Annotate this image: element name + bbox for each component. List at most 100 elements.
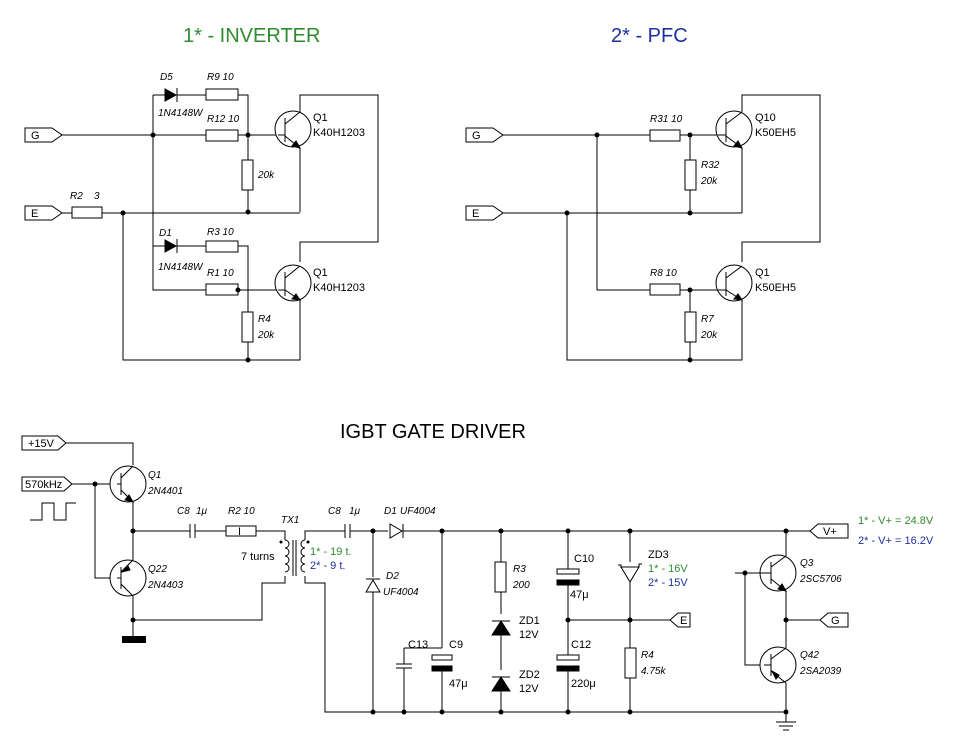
title-inverter: 1* - INVERTER [183, 25, 320, 47]
driver-port-g: G [819, 612, 849, 628]
svg-text:1μ: 1μ [196, 506, 208, 517]
svg-text:R4: R4 [258, 314, 271, 325]
svg-text:V+: V+ [823, 526, 837, 538]
svg-text:1* - 19 t.: 1* - 19 t. [310, 546, 352, 558]
svg-text:ZD2: ZD2 [519, 669, 540, 681]
driver-transistor-q22: Q22 2N4403 [109, 559, 183, 597]
pfc-resistor-r31: R31 10 [649, 114, 683, 142]
svg-text:2N4403: 2N4403 [147, 580, 183, 591]
svg-text:20k: 20k [257, 170, 275, 181]
vplus-value-pfc: 2* - V+ = 16.2V [858, 535, 934, 547]
svg-text:2N4401: 2N4401 [147, 486, 183, 497]
svg-text:TX1: TX1 [281, 515, 299, 526]
svg-text:R7: R7 [701, 314, 714, 325]
svg-text:R3 10: R3 10 [207, 227, 234, 238]
svg-text:C8: C8 [177, 506, 190, 517]
driver-port-570khz: 570kHz [21, 476, 73, 492]
svg-text:C9: C9 [449, 639, 463, 651]
driver-ground-right [776, 721, 796, 731]
svg-text:R32: R32 [701, 160, 720, 171]
square-wave-icon [30, 502, 76, 521]
driver-capacitor-c8b: C8 1μ [328, 506, 361, 538]
pfc-transistor-q10: Q10 K50EH5 [715, 110, 796, 149]
pfc-resistor-r32: R32 20k [684, 159, 720, 191]
svg-text:E: E [31, 208, 38, 220]
driver-diode-d2: D2 UF4004 [365, 571, 419, 598]
svg-text:R1 10: R1 10 [207, 268, 234, 279]
svg-text:Q1: Q1 [148, 470, 161, 481]
svg-text:20k: 20k [700, 330, 718, 341]
svg-text:1N4148W: 1N4148W [158, 262, 204, 273]
svg-text:47μ: 47μ [449, 678, 468, 690]
pfc-circuit: G E R31 10 R32 20k Q10 K50EH5 [465, 94, 821, 363]
svg-text:R8 10: R8 10 [650, 268, 677, 279]
svg-text:K50EH5: K50EH5 [755, 282, 796, 294]
pfc-port-e: E [465, 205, 504, 221]
svg-text:C13: C13 [408, 639, 428, 651]
driver-capacitor-c12: C12 220μ [556, 639, 596, 690]
svg-text:I: I [238, 526, 241, 538]
inverter-transistor-q1-bottom: Q1 K40H1203 [274, 264, 365, 302]
svg-text:ZD1: ZD1 [519, 615, 540, 627]
svg-text:UF4004: UF4004 [400, 506, 436, 517]
svg-text:G: G [831, 615, 840, 627]
svg-text:Q1: Q1 [755, 267, 770, 279]
svg-text:ZD3: ZD3 [648, 549, 669, 561]
driver-transistor-q3: Q3 2SC5706 [759, 554, 842, 592]
driver-capacitor-c8a: C8 1μ [177, 506, 208, 538]
svg-text:1μ: 1μ [349, 506, 361, 517]
gate-driver-circuit: +15V 570kHz Q1 2N4401 [21, 435, 934, 731]
svg-text:7 turns: 7 turns [241, 551, 275, 563]
driver-zener-zd3: ZD3 1* - 16V 2* - 15V [618, 549, 688, 589]
svg-text:220μ: 220μ [571, 678, 596, 690]
svg-text:R4: R4 [641, 650, 654, 661]
driver-resistor-r4: R4 4.75k [624, 647, 666, 679]
driver-capacitor-c9: C9 47μ [431, 639, 468, 690]
driver-transistor-q1: Q1 2N4401 [109, 465, 183, 503]
inverter-circuit: G E D5 1N4148W R9 10 R12 10 [24, 72, 379, 363]
driver-ground-left [122, 636, 146, 643]
svg-text:47μ: 47μ [570, 589, 589, 601]
svg-text:Q1: Q1 [313, 112, 328, 124]
svg-text:K40H1203: K40H1203 [313, 282, 365, 294]
svg-text:D1: D1 [384, 506, 397, 517]
inverter-diode-d1: D1 1N4148W [158, 228, 204, 273]
svg-text:1N4148W: 1N4148W [158, 108, 204, 119]
svg-text:D5: D5 [160, 72, 173, 83]
inverter-resistor-r3: R3 10 [205, 227, 239, 253]
driver-capacitor-c10: C10 47μ [556, 553, 594, 601]
svg-text:R2 10: R2 10 [228, 506, 255, 517]
pfc-resistor-r8: R8 10 [649, 268, 681, 296]
svg-text:Q22: Q22 [148, 564, 167, 575]
svg-text:R12 10: R12 10 [207, 114, 240, 125]
svg-text:Q42: Q42 [800, 650, 819, 661]
svg-text:20k: 20k [257, 330, 275, 341]
svg-text:Q1: Q1 [313, 267, 328, 279]
svg-text:G: G [472, 130, 481, 142]
driver-zener-zd2: ZD2 12V [491, 669, 540, 695]
svg-text:1* - 16V: 1* - 16V [648, 563, 688, 575]
inverter-port-e: E [24, 205, 63, 221]
inverter-port-g: G [24, 127, 63, 143]
driver-zener-zd1: ZD1 12V [491, 615, 540, 641]
svg-text:C12: C12 [571, 639, 591, 651]
driver-transformer-tx1: TX1 7 turns 1* - 19 t. 2* - 9 t. [241, 515, 352, 576]
svg-text:R9 10: R9 10 [207, 72, 234, 83]
pfc-port-g: G [465, 127, 504, 143]
svg-text:R31 10: R31 10 [650, 114, 683, 125]
inverter-resistor-r12: R12 10 [205, 114, 240, 142]
pfc-resistor-r7: R7 20k [684, 311, 718, 343]
inverter-resistor-r9: R9 10 [205, 72, 239, 101]
svg-text:Q10: Q10 [755, 112, 776, 124]
title-gate-driver: IGBT GATE DRIVER [340, 421, 526, 443]
inverter-resistor-r4: R4 20k [241, 311, 275, 343]
svg-text:2* - 15V: 2* - 15V [648, 577, 688, 589]
svg-text:4.75k: 4.75k [641, 666, 666, 677]
svg-text:12V: 12V [519, 683, 539, 695]
svg-text:200: 200 [512, 580, 530, 591]
svg-text:C10: C10 [574, 553, 594, 565]
svg-text:2SA2039: 2SA2039 [799, 666, 842, 677]
svg-text:D2: D2 [386, 571, 399, 582]
svg-text:Q3: Q3 [800, 558, 814, 569]
